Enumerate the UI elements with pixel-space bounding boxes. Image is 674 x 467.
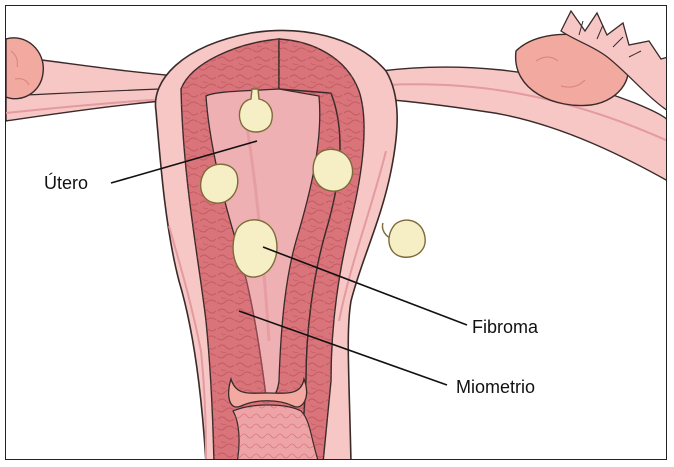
fibroid-nodule (313, 149, 352, 191)
fibroid-nodule (201, 164, 238, 203)
utero-label: Útero (44, 174, 88, 192)
miometrio-label: Miometrio (456, 378, 535, 396)
uterus-illustration (6, 6, 667, 460)
fibroma-label: Fibroma (472, 318, 538, 336)
fibroid-nodule (233, 220, 277, 277)
fibroid-nodule (382, 220, 425, 257)
diagram-frame: Útero Fibroma Miometrio (5, 5, 667, 460)
